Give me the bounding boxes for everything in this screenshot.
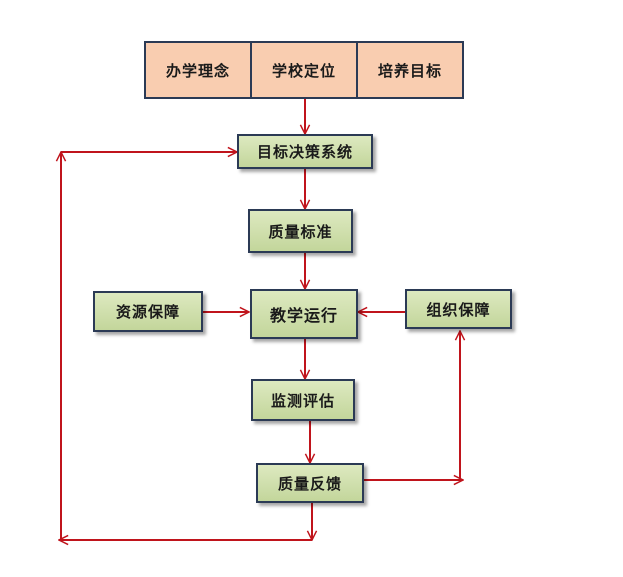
top-cell-label: 培养目标 <box>377 61 442 80</box>
box-organization-guarantee: 组织保障 <box>405 289 512 329</box>
box-goal-decision: 目标决策系统 <box>237 134 373 169</box>
top-cell-school-philosophy: 办学理念 <box>144 41 252 99</box>
box-label: 组织保障 <box>426 300 491 319</box>
top-cell-training-goal: 培养目标 <box>356 41 464 99</box>
box-label: 目标决策系统 <box>256 143 353 161</box>
box-quality-standard: 质量标准 <box>248 209 353 253</box>
box-resource-guarantee: 资源保障 <box>93 291 203 332</box>
box-label: 质量标准 <box>268 222 333 241</box>
box-label: 质量反馈 <box>277 474 342 493</box>
arrow-feedback-to-organization <box>364 331 460 481</box>
box-quality-feedback: 质量反馈 <box>256 463 364 503</box>
top-cell-school-positioning: 学校定位 <box>250 41 358 99</box>
top-cell-label: 办学理念 <box>165 61 230 80</box>
box-label: 监测评估 <box>270 391 335 410</box>
box-monitoring-evaluation: 监测评估 <box>251 379 355 421</box>
top-cell-label: 学校定位 <box>271 61 336 80</box>
box-label: 资源保障 <box>115 303 180 321</box>
box-label: 教学运行 <box>269 306 338 325</box>
box-teaching-operation: 教学运行 <box>250 289 358 339</box>
